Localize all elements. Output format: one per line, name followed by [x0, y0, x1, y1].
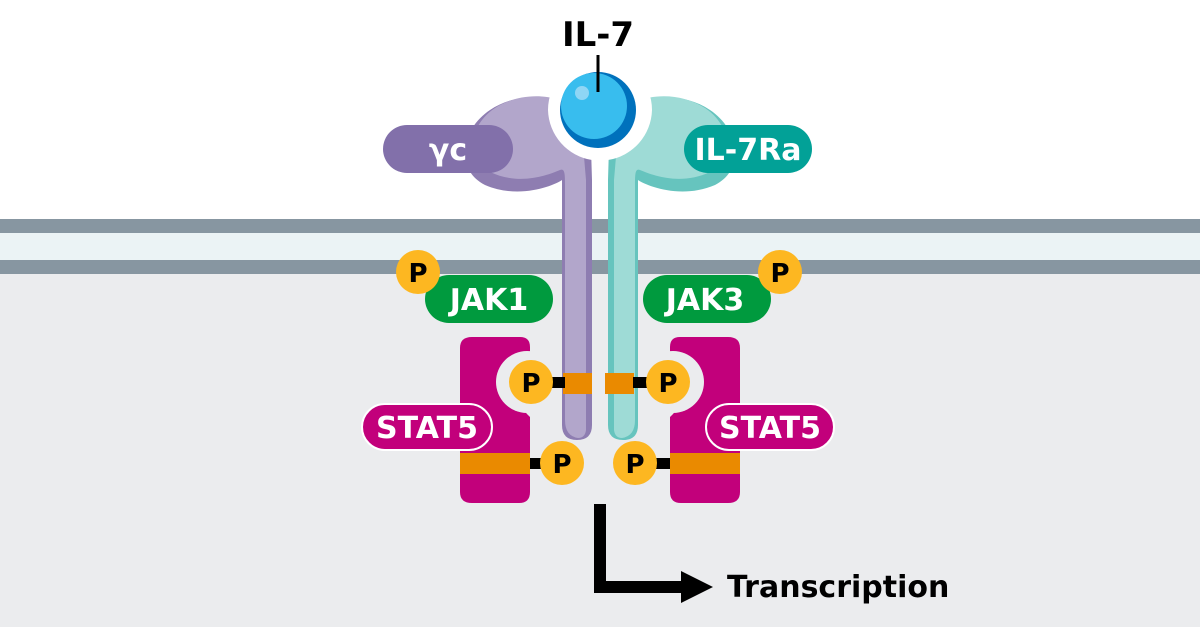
stat5-left-label: STAT5	[376, 411, 478, 446]
membrane-outer-stripe	[0, 219, 1200, 233]
jak1-phospho: P	[396, 250, 440, 294]
jak1-kinase: JAK1	[425, 275, 553, 323]
gamma-c-label-pill: γc	[383, 125, 513, 173]
linker-bond-right-lower	[650, 458, 670, 469]
il7ra-label-pill: IL-7Ra	[684, 125, 812, 173]
jak3-kinase: JAK3	[643, 275, 771, 323]
il7-label: IL-7	[562, 15, 634, 55]
membrane-core	[0, 233, 1200, 260]
il7ra-label: IL-7Ra	[695, 133, 802, 168]
svg-text:P: P	[625, 450, 644, 480]
svg-text:P: P	[552, 450, 571, 480]
svg-text:P: P	[658, 369, 677, 399]
linker-bond-right-upper	[633, 377, 653, 388]
transcription-arrow	[594, 504, 713, 603]
jak1-label: JAK1	[448, 283, 529, 318]
gamma-c-linker	[563, 373, 592, 394]
linker-bond-left-lower	[530, 458, 550, 469]
il7-ligand	[560, 72, 636, 148]
jak3-label: JAK3	[664, 283, 745, 318]
phospho-receptor-right: P	[646, 360, 690, 404]
phospho-stat5-left: P	[540, 441, 584, 485]
linker-bond-left-upper	[545, 377, 565, 388]
svg-text:P: P	[521, 369, 540, 399]
svg-text:P: P	[770, 259, 789, 289]
phospho-stat5-right: P	[613, 441, 657, 485]
stat5-right-label: STAT5	[719, 411, 821, 446]
stat5-left-label-pill: STAT5	[361, 403, 493, 451]
stat5-right-label-pill: STAT5	[705, 403, 835, 451]
phospho-receptor-left: P	[509, 360, 553, 404]
transcription-label: Transcription	[727, 570, 949, 605]
il7ra-linker	[605, 373, 634, 394]
jak3-phospho: P	[758, 250, 802, 294]
gamma-c-label: γc	[429, 133, 467, 168]
svg-text:P: P	[408, 259, 427, 289]
membrane-inner-stripe	[0, 260, 1200, 274]
